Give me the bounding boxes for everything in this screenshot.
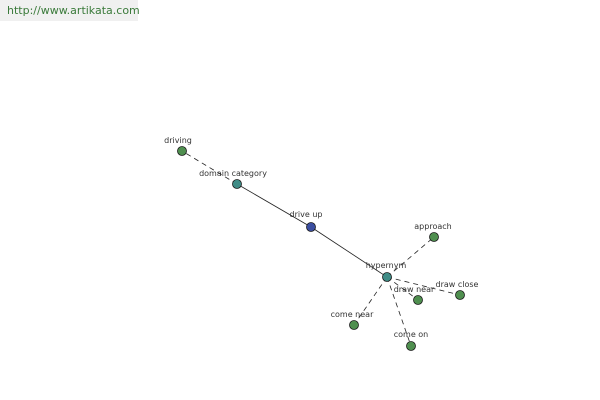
edge-hypernym-come-on — [386, 276, 412, 347]
site-url[interactable]: http://www.artikata.com — [0, 0, 140, 21]
edge-hypernym-approach — [386, 236, 435, 278]
graph-nodes: drive up domain category hypernym driving ap… — [164, 136, 479, 351]
node-circle-draw-close[interactable] — [455, 290, 465, 300]
node-circle-come-on[interactable] — [406, 341, 416, 351]
edge-drive-up-domain-category — [236, 183, 312, 228]
node-label-approach: approach — [414, 222, 451, 231]
node-label-hypernym: hypernym — [366, 261, 407, 270]
node-label-come-on: come on — [394, 330, 429, 339]
node-circle-come-near[interactable] — [349, 320, 359, 330]
node-circle-drive-up[interactable] — [306, 222, 316, 232]
node-label-driving: driving — [164, 136, 192, 145]
node-label-come-near: come near — [331, 310, 374, 319]
node-label-draw-close: draw close — [436, 280, 479, 289]
edge-hypernym-draw-close — [386, 276, 461, 296]
node-label-draw-near: draw near — [394, 285, 435, 294]
node-circle-draw-near[interactable] — [413, 295, 423, 305]
node-draw-close[interactable]: draw close — [436, 280, 479, 300]
node-approach[interactable]: approach — [414, 222, 452, 242]
node-circle-domain-category[interactable] — [232, 179, 242, 189]
node-circle-driving[interactable] — [177, 146, 187, 156]
node-draw-near[interactable]: draw near — [394, 285, 435, 305]
node-drive-up[interactable]: drive up — [290, 210, 323, 232]
node-hypernym[interactable]: hypernym — [366, 261, 407, 282]
edge-drive-up-hypernym — [310, 226, 388, 278]
edge-domain-category-driving — [181, 150, 238, 185]
node-domain-category[interactable]: domain category — [199, 169, 267, 189]
edge-hypernym-draw-near — [386, 276, 419, 301]
node-come-on[interactable]: come on — [394, 330, 429, 351]
edge-hypernym-come-near — [353, 276, 388, 326]
graph-edges — [181, 150, 461, 347]
node-label-drive-up: drive up — [290, 210, 323, 219]
node-circle-approach[interactable] — [429, 232, 439, 242]
node-come-near[interactable]: come near — [331, 310, 374, 330]
node-label-domain-category: domain category — [199, 169, 267, 178]
node-circle-hypernym[interactable] — [382, 272, 392, 282]
node-driving[interactable]: driving — [164, 136, 192, 156]
